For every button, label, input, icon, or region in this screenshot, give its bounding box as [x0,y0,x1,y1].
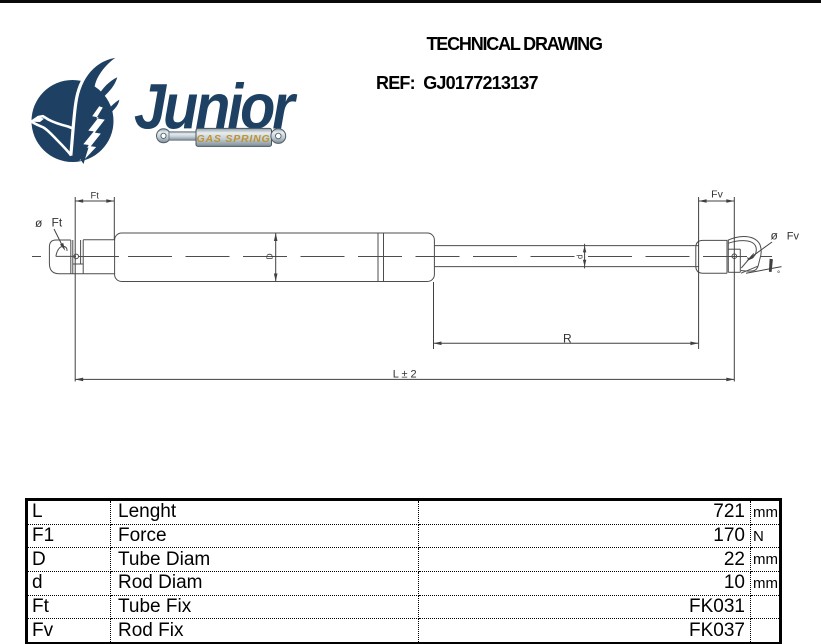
svg-text:R: R [563,332,572,346]
svg-text:GAS SPRING: GAS SPRING [197,133,271,145]
svg-text:Fv: Fv [787,231,800,243]
svg-text:L ± 2: L ± 2 [393,368,417,380]
svg-text:Ft: Ft [90,190,99,201]
svg-text:D: D [265,253,275,259]
svg-text:ø: ø [35,216,43,230]
svg-text:Fv: Fv [711,188,723,200]
svg-text:d: d [576,255,585,259]
svg-text:°: ° [777,270,780,279]
svg-text:Ft: Ft [52,216,63,230]
svg-text:ø: ø [771,228,779,242]
